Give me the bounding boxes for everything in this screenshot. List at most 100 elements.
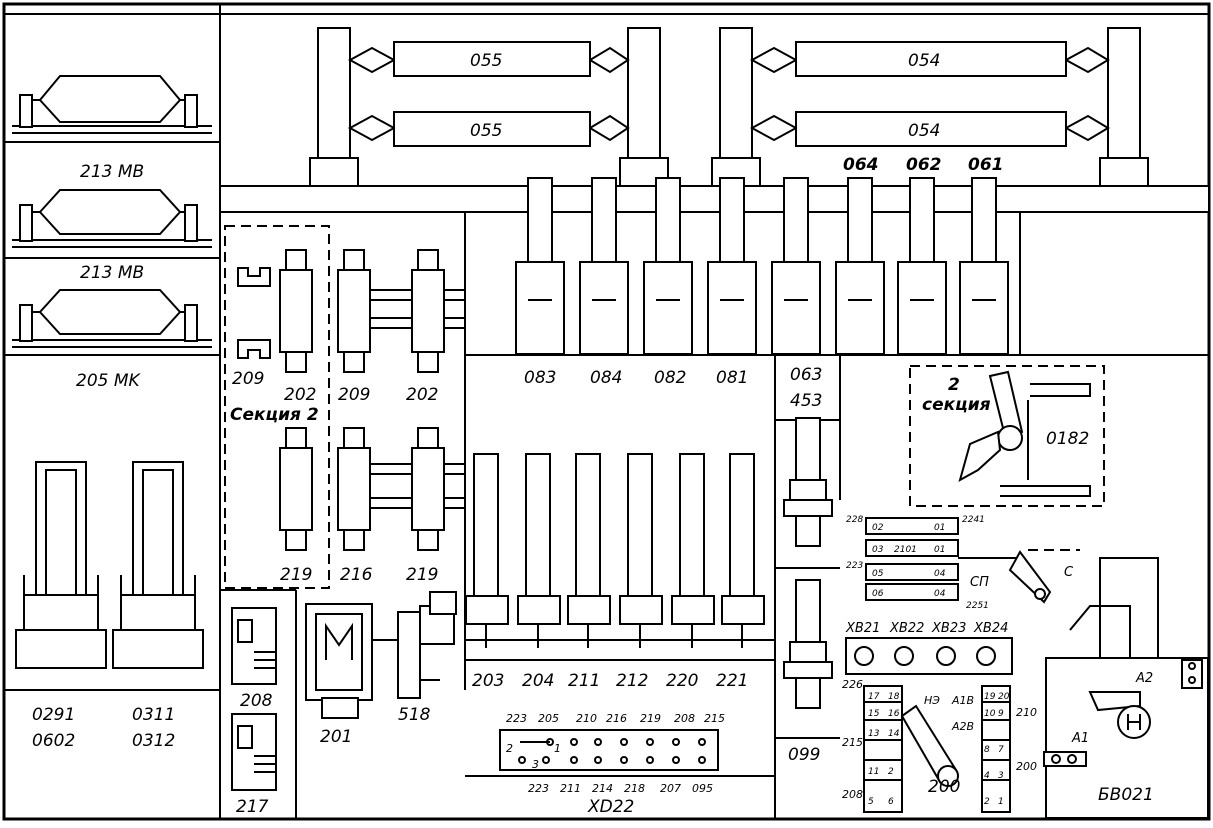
sw-number: 200	[928, 777, 960, 797]
mid-label-063: 063	[790, 365, 822, 385]
bv-label-a2: А2	[1135, 671, 1153, 686]
relay-c-04a: 04	[934, 569, 946, 579]
upper-label-083: 083	[524, 368, 556, 388]
relay-c-04b: 04	[934, 589, 946, 599]
s2-label-219-b: 219	[406, 565, 438, 585]
sw-left-226: 226	[842, 678, 863, 691]
pin-r-4: 4	[984, 771, 990, 781]
section2-right-switch	[958, 370, 1091, 497]
contactor-left-b	[112, 461, 204, 669]
lower-contact-row	[465, 453, 775, 648]
tb-bottom-218: 218	[624, 782, 645, 795]
contactor-left-a	[15, 461, 107, 669]
relay-c-06: 06	[872, 589, 884, 599]
fuse-left-1	[12, 75, 212, 134]
s2-label-202-a: 202	[284, 385, 316, 405]
device-label-518: 518	[398, 705, 431, 725]
tb-bottom-207: 207	[660, 782, 681, 795]
relay-c-05: 05	[872, 569, 884, 579]
fuse-label-2: 213 MB	[80, 263, 144, 283]
rail-label-054-top: 054	[908, 51, 940, 71]
sw-ab-bottom: А2В	[951, 720, 974, 733]
section2-left-frame	[224, 225, 330, 589]
relay-arrow-label: С	[1064, 565, 1074, 580]
s2-label-209-a: 209	[232, 369, 264, 389]
s2-label-209-b: 209	[338, 385, 370, 405]
tb-name: XD22	[587, 797, 634, 817]
rail-055-top	[393, 41, 591, 77]
device-label-217: 217	[236, 797, 269, 817]
pin-l-5: 5	[868, 797, 874, 807]
code-0291: 0291	[32, 705, 75, 725]
mid-label-453: 453	[790, 391, 822, 411]
tb-top-205: 205	[538, 712, 559, 725]
pin-r-10: 10	[984, 709, 996, 719]
tb-top-219: 219	[640, 712, 661, 725]
rail-label-054-bottom: 054	[908, 121, 940, 141]
rail-label-055-top: 055	[470, 51, 502, 71]
bv021-block	[1043, 557, 1209, 819]
pin-l-18: 18	[888, 692, 900, 702]
s2-label-216: 216	[340, 565, 373, 585]
upper-label-081: 081	[716, 368, 748, 388]
s2-label-202-b: 202	[406, 385, 438, 405]
tb-bottom-095: 095	[692, 782, 713, 795]
relay-side-228: 228	[846, 515, 863, 525]
sw-ne: НЭ	[924, 694, 940, 707]
pin-r-2: 2	[984, 797, 990, 807]
xb-label-23: XB23	[931, 621, 966, 636]
tb-bottom-211: 211	[560, 782, 581, 795]
code-0311: 0311	[132, 705, 175, 725]
relay-c-2101: 2101	[894, 545, 917, 555]
terminal-dots	[518, 738, 706, 764]
lower-label-203: 203	[472, 671, 504, 691]
tb-inner-1: 1	[554, 742, 561, 755]
pin-r-3: 3	[998, 771, 1004, 781]
bv-name: БВ021	[1098, 785, 1154, 805]
pin-l-17: 17	[868, 692, 880, 702]
code-061: 061	[968, 155, 1004, 175]
xb-row	[845, 637, 1013, 675]
upper-label-084: 084	[590, 368, 622, 388]
rail-055-bottom	[393, 111, 591, 147]
relay-c-01b: 01	[934, 545, 945, 555]
code-0602: 0602	[32, 731, 75, 751]
pin-r-8: 8	[984, 745, 990, 755]
rail-label-055-bottom: 055	[470, 121, 502, 141]
section2-left-title: Секция 2	[230, 405, 319, 425]
tb-top-223: 223	[506, 712, 527, 725]
xb-label-24: XB24	[973, 621, 1008, 636]
tb-inner-2: 2	[506, 742, 513, 755]
tb-top-215: 215	[704, 712, 725, 725]
device-201	[305, 603, 400, 719]
relay-c-03: 03	[872, 545, 884, 555]
pin-r-9: 9	[998, 709, 1004, 719]
relay-c-02: 02	[872, 523, 884, 533]
s2-label-219-a: 219	[280, 565, 312, 585]
sw-right-200: 200	[1016, 760, 1037, 773]
rail-054-top	[795, 41, 1067, 77]
switch-block-200	[863, 685, 1011, 813]
code-064: 064	[843, 155, 879, 175]
device-208	[231, 607, 277, 685]
relay-side-223: 223	[846, 561, 863, 571]
upper-contact-row	[515, 177, 1009, 355]
xb-label-21: XB21	[845, 621, 880, 636]
tb-inner-3: 3	[532, 758, 539, 771]
lower-label-220: 220	[666, 671, 698, 691]
relay-side-2241: 2241	[962, 515, 985, 525]
upper-label-082: 082	[654, 368, 686, 388]
relay-code: СП	[970, 575, 989, 590]
tb-top-210: 210	[576, 712, 597, 725]
device-label-208: 208	[240, 691, 273, 711]
tb-bottom-223: 223	[528, 782, 549, 795]
lower-label-211: 211	[568, 671, 600, 691]
breaker-099	[783, 579, 833, 709]
fuse-label-1: 213 MB	[80, 162, 144, 182]
section2-left-devices	[237, 249, 466, 551]
pin-l-13: 13	[868, 729, 880, 739]
bv-label-a1: А1	[1071, 731, 1089, 746]
terminal-block-xd22	[499, 729, 719, 771]
pin-l-2: 2	[888, 767, 894, 777]
